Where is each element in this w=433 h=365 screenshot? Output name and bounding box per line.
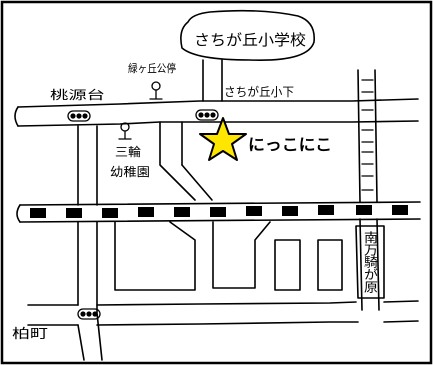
left-top-label: 桃源台 [50,87,105,102]
vrail-left-edge [357,69,363,311]
park-label: 緑ヶ丘公停 [128,61,176,75]
destination-label: にっこにこ [248,135,332,154]
station-label: 南万騎が原 [362,231,378,293]
vrail-right-edge [374,69,380,311]
rail-bottom-edge [19,218,421,223]
road-bottom-upper [27,301,357,306]
traffic-light-icon [195,109,219,121]
school-bubble [180,9,315,61]
kindergarten-label-1: 三輪 [115,144,141,159]
road-top-upper-edge [17,98,419,108]
road-central-diagonal-1 [159,121,196,201]
star-icon [199,117,247,161]
rail-top-edge [19,201,421,206]
road-left-bottom [77,324,85,361]
traffic-light-icon [77,308,101,320]
station-box [355,225,385,299]
road-top-left-cap [14,106,19,127]
bottom-left-label: 柏町 [12,327,48,342]
bus-stop-icon [118,122,132,140]
road-central-diagonal-2 [181,164,213,201]
block-lower-right-2 [317,239,343,291]
bus-stop-icon [149,81,163,100]
vrail-ties [361,79,374,191]
traffic-light-icon [67,110,91,122]
school-below-label: さちが丘小下 [224,84,294,99]
road-bottom-right-ext [383,300,419,323]
railway-track [30,205,408,218]
block-lower-right [274,239,301,291]
rail-left-cap [16,204,21,223]
kindergarten-label-2: 幼稚園 [110,165,150,179]
block-lower-mid [212,221,271,289]
school-label: さちが丘小学校 [194,31,306,49]
road-bottom-lower [27,321,359,326]
block-lower-left [114,221,196,291]
